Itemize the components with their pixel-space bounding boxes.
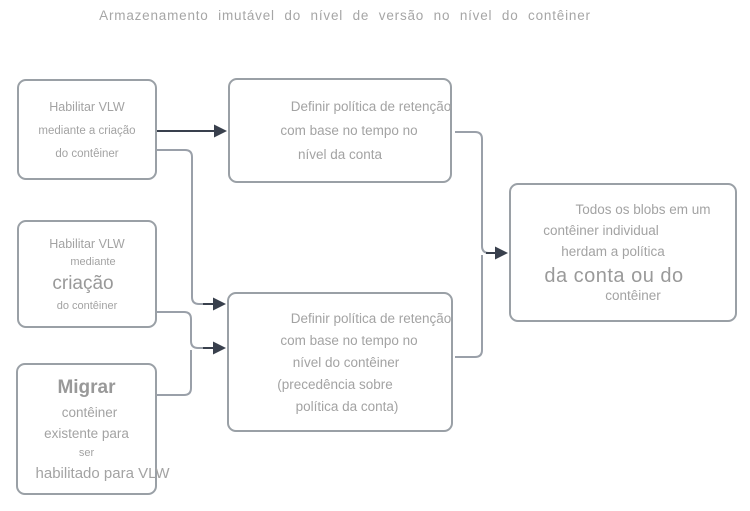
node-line: mediante a criação <box>38 124 136 137</box>
arrowhead-account-policy <box>214 124 227 138</box>
node-line: nível do contêiner <box>292 354 400 370</box>
node-line: (precedência sobre <box>277 376 393 392</box>
arrowhead-inherit <box>495 246 508 260</box>
node-line: do contêiner <box>56 299 118 312</box>
node-line: existente para <box>44 425 129 441</box>
node-enable-vlw-at-creation-b: Habilitar VLW mediante criação do contêi… <box>17 220 157 328</box>
diagram-title: Armazenamento imutável do nível de versã… <box>99 8 591 23</box>
node-migrate-existing-container: Migrar contêiner existente para ser habi… <box>16 363 169 495</box>
node-line: da conta ou do <box>544 265 684 287</box>
node-line: contêiner <box>605 288 661 303</box>
node-line: com base no tempo no <box>280 332 418 348</box>
node-blobs-inherit-policy: Todos os blobs em um contêiner individua… <box>509 183 737 322</box>
node-line: herdam a política <box>561 244 665 259</box>
node-line: ser <box>78 446 95 459</box>
connector-container-policy-to-inherit <box>455 255 483 358</box>
node-line: nível da conta <box>297 147 383 162</box>
node-line: Todos os blobs em um <box>575 202 711 217</box>
connector-migrate-to-container-policy <box>157 350 192 396</box>
connector-creation-b-to-container-policy <box>157 311 208 349</box>
node-line: habilitado para VLW <box>35 464 170 482</box>
node-line: do contêiner <box>55 147 119 160</box>
node-line: Migrar <box>57 376 116 398</box>
arrowhead-container-policy-1 <box>213 297 226 311</box>
node-line: contêiner individual <box>543 223 659 238</box>
node-enable-vlw-at-creation-a: Habilitar VLW mediante a criação do cont… <box>17 79 157 180</box>
node-line: criação <box>52 272 114 294</box>
connector-account-policy-to-inherit <box>455 131 498 254</box>
node-line: Definir política de retenção <box>290 99 452 114</box>
node-line: contêiner <box>61 404 118 420</box>
node-line: mediante <box>70 255 116 268</box>
node-line: com base no tempo no <box>280 123 418 138</box>
node-line: Habilitar VLW <box>49 236 125 251</box>
arrowhead-container-policy-2 <box>213 341 226 355</box>
node-container-retention-policy: Definir política de retenção com base no… <box>227 292 453 432</box>
node-line: Definir política de retenção <box>290 310 452 326</box>
node-line: política da conta) <box>295 398 399 414</box>
connector-creation-a-to-container-policy <box>157 149 208 305</box>
node-line: Habilitar VLW <box>49 99 125 114</box>
node-account-retention-policy: Definir política de retenção com base no… <box>228 78 452 183</box>
